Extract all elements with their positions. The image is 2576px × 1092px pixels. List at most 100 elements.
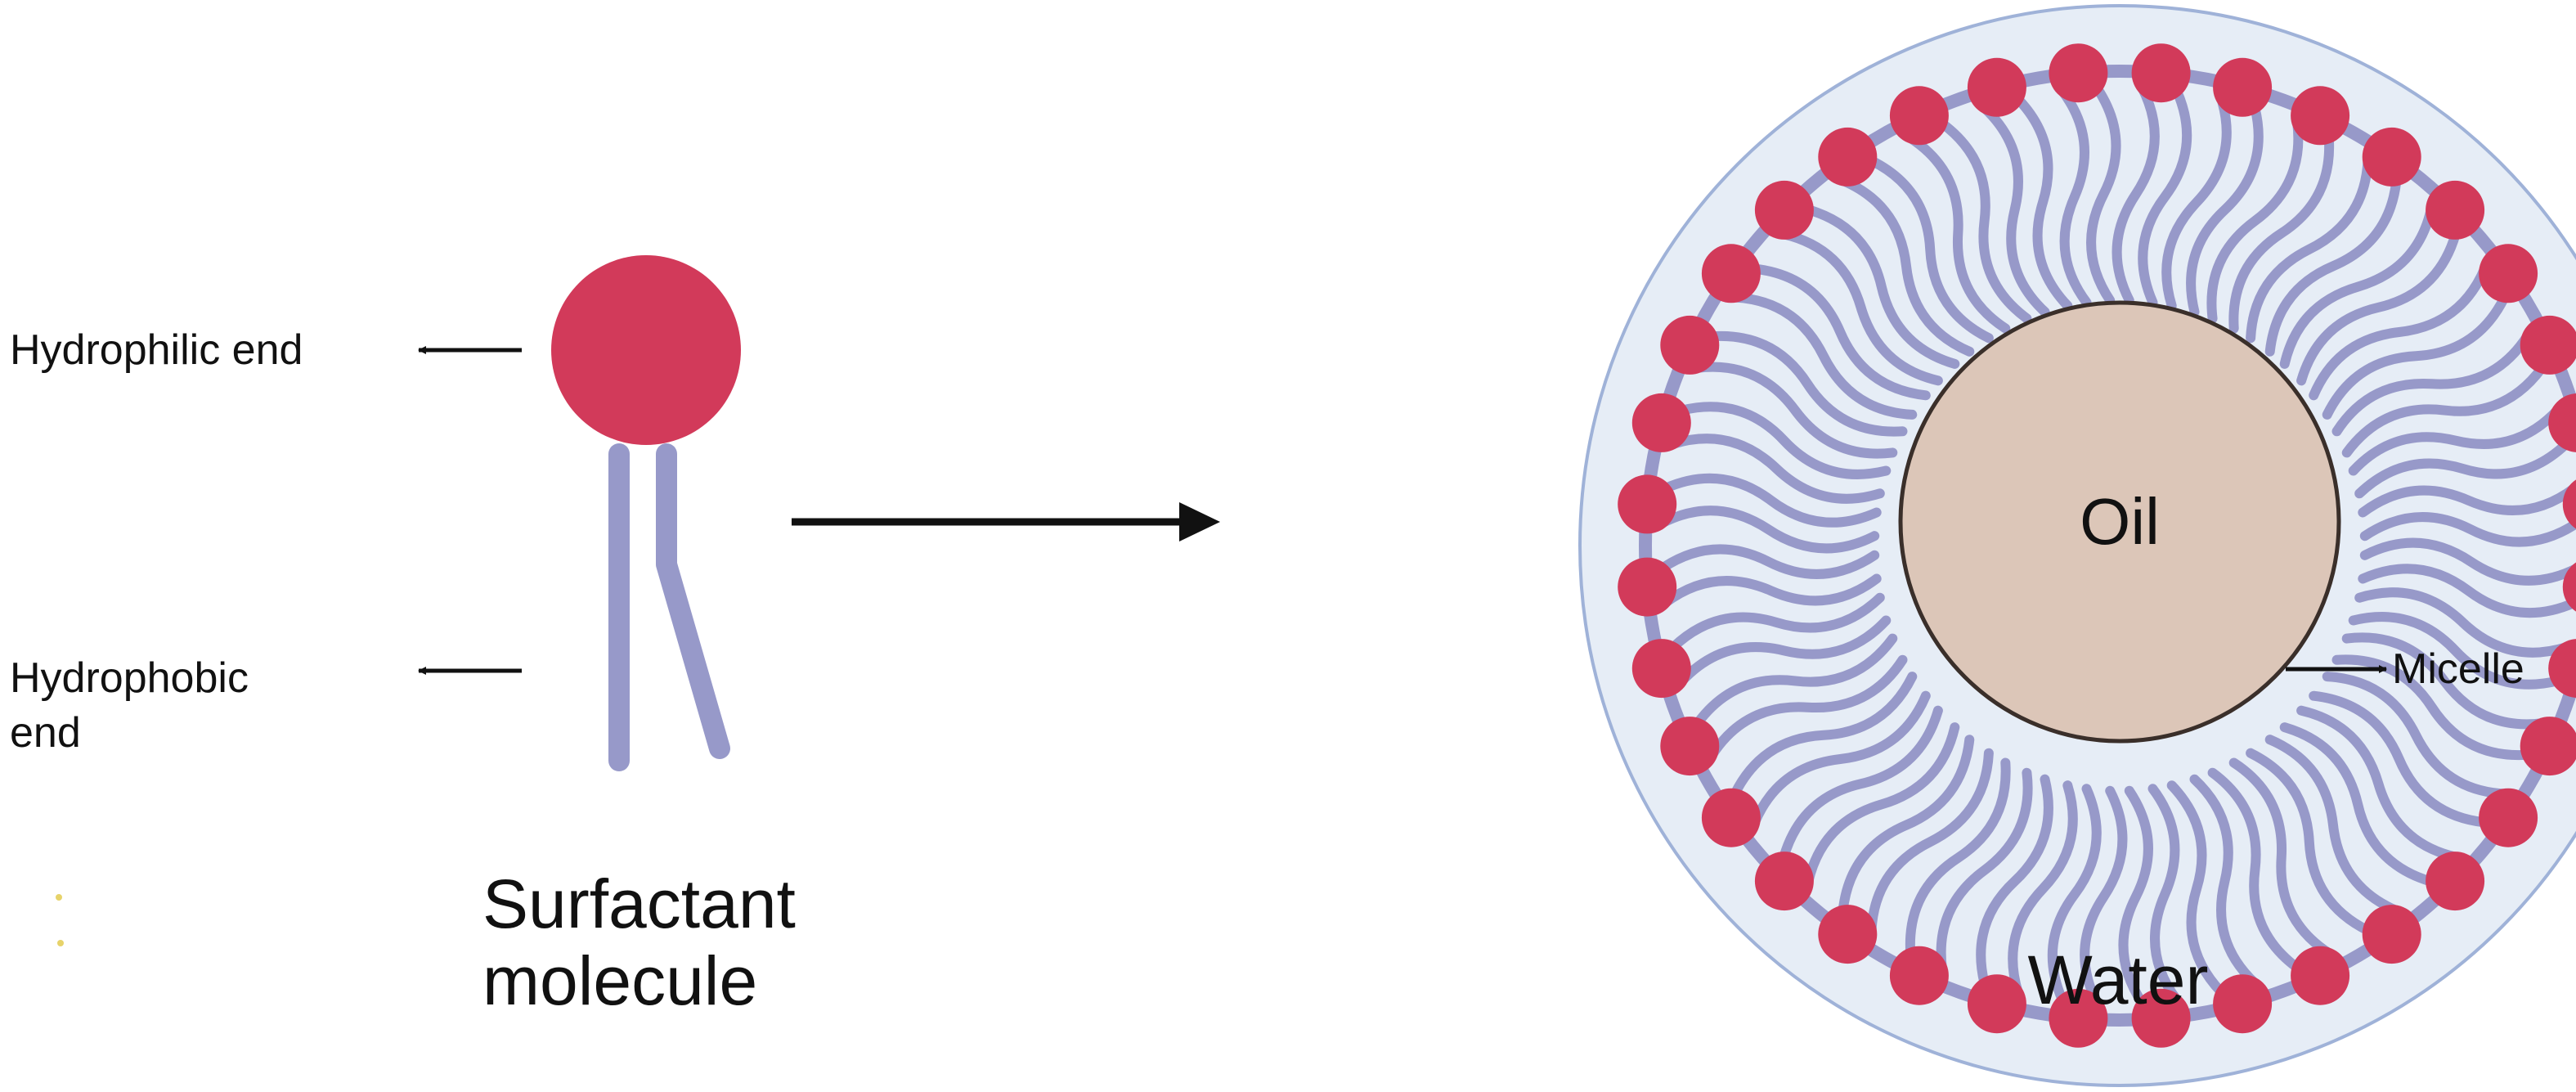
micelle-tail xyxy=(2296,229,2461,386)
micelle-tail xyxy=(2186,103,2264,317)
micelle-tail xyxy=(1803,722,1960,887)
micelle-head xyxy=(2426,180,2485,240)
micelle-head xyxy=(1754,852,1814,911)
micelle-tail xyxy=(2348,405,2562,476)
micelle-tail xyxy=(2166,780,2227,997)
micelle xyxy=(1578,4,2576,1087)
micelle-tail xyxy=(1668,592,1885,653)
micelle-tail xyxy=(2359,537,2576,586)
micelle-tail xyxy=(2189,774,2260,988)
micelle-head xyxy=(2426,852,2485,911)
micelle-tail xyxy=(2228,133,2335,334)
micelle-tail xyxy=(1838,175,1975,357)
micelle-head xyxy=(1701,788,1761,847)
micelle-tail xyxy=(1866,748,1994,936)
micelle-head xyxy=(1618,474,1677,534)
micelle-tail xyxy=(2047,784,2102,1005)
micelle-head xyxy=(1889,86,1949,146)
micelle-head xyxy=(2362,127,2421,186)
micelle-tail xyxy=(2228,757,2334,959)
oil-core xyxy=(1898,300,2341,744)
surfactant-molecule-label: Surfactant molecule xyxy=(482,865,796,1019)
micelle-tail xyxy=(2354,587,2571,658)
micelle-head xyxy=(2049,988,2108,1048)
micelle-heads xyxy=(1618,43,2576,1048)
micelle-tail xyxy=(1979,103,2050,317)
micelle-label: Micelle xyxy=(2392,645,2524,693)
water-label: Water xyxy=(2027,941,2209,1018)
micelle-head xyxy=(2213,974,2273,1034)
micelle-tail xyxy=(2331,654,2533,761)
micelle-head xyxy=(1631,393,1691,452)
micelle-head xyxy=(2548,639,2576,699)
micelle-tail xyxy=(2246,155,2373,344)
micelle-tail xyxy=(1730,672,1918,799)
micelle-head xyxy=(2291,86,2350,146)
micelle-head xyxy=(2548,393,2576,452)
micelle-tail xyxy=(2112,83,2160,306)
micelle-head xyxy=(1967,974,2026,1034)
micelle-tail xyxy=(1803,204,1960,369)
micelle-head xyxy=(1660,315,1720,375)
micelle-tail xyxy=(2264,175,2402,357)
micelle-head xyxy=(2562,562,2576,612)
decorative-dot xyxy=(56,894,62,901)
micelle-head xyxy=(1754,180,1814,240)
micelle-tail xyxy=(1866,155,1994,344)
micelle-tail xyxy=(2080,785,2128,1009)
hydrophobic-end-label-line2: end xyxy=(10,708,81,757)
micelle-tail xyxy=(1749,263,1931,401)
micelle-tail xyxy=(2358,483,2576,518)
micelle-head xyxy=(2479,788,2538,847)
micelle-tail xyxy=(1976,774,2053,988)
micelle-tail xyxy=(1936,767,2033,973)
micelle-tail xyxy=(2279,204,2436,369)
micelle-tail xyxy=(2118,785,2153,1009)
micelle-tail xyxy=(1692,633,1898,729)
micelle-head xyxy=(2520,315,2576,375)
micelle-tail xyxy=(1677,402,1892,479)
micelle-head xyxy=(1701,244,1761,303)
micelle-tail xyxy=(2322,672,2510,799)
surfactant-molecule xyxy=(551,255,741,771)
micelle-head xyxy=(1889,946,1949,1005)
micelle-tail xyxy=(1657,544,1880,579)
micelle-tail xyxy=(1905,133,2011,334)
micelle-head xyxy=(2562,479,2576,529)
surfactant-head xyxy=(551,255,741,445)
micelle-tail xyxy=(2138,86,2192,308)
surfactant-label-line1: Surfactant xyxy=(482,865,796,942)
surfactant-label-line2: molecule xyxy=(482,942,758,1020)
micelle-tail xyxy=(2354,438,2571,499)
micelle-head xyxy=(2291,946,2350,1005)
micelle-head xyxy=(1818,905,1878,964)
micelle-tail xyxy=(1838,735,1975,916)
micelle-head xyxy=(2479,244,2538,303)
micelle-tail xyxy=(2322,292,2510,420)
micelle-head xyxy=(2131,988,2191,1048)
micelle-tail xyxy=(1660,573,1882,608)
micelle-head xyxy=(1660,717,1720,776)
micelle-tail xyxy=(2309,690,2490,828)
micelle-head xyxy=(1618,557,1677,617)
micelle-head xyxy=(2362,905,2421,964)
transformation-arrow xyxy=(792,502,1220,542)
micelle-tail xyxy=(2161,94,2232,311)
micelle-tail xyxy=(2264,735,2402,916)
micelle-tail xyxy=(1730,292,1918,420)
micelle-tail xyxy=(1657,506,1880,554)
micelle-tail xyxy=(1779,705,1943,862)
micelle-tail xyxy=(1692,362,1898,459)
micelle-tails xyxy=(1657,83,2576,1009)
micelle-tail xyxy=(2348,612,2562,690)
micelle-ring xyxy=(1639,65,2576,1027)
micelle-tail xyxy=(1677,615,1892,686)
micelle-tail xyxy=(2206,118,2304,324)
micelle-tail xyxy=(1905,757,2011,959)
micelle-tail xyxy=(1707,330,1908,437)
micelle-tail xyxy=(2279,722,2436,887)
micelle-tail xyxy=(2331,331,2533,437)
hydrophilic-end-label: Hydrophilic end xyxy=(10,326,303,374)
